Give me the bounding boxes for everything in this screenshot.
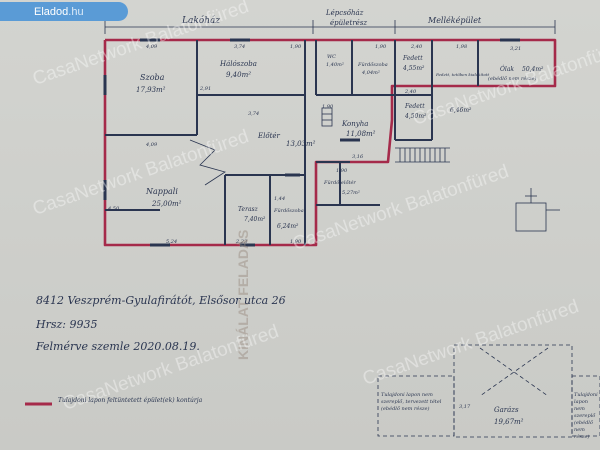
label-epuletresz: épületrész xyxy=(330,19,367,27)
dim-label: 5,24 xyxy=(166,239,177,245)
room-konyha-name: Konyha xyxy=(341,120,368,128)
address-note: 8412 Veszprém-Gyulafirátót, Elsősor utca… xyxy=(36,294,286,307)
dim-label: 4,09 xyxy=(145,44,158,50)
dim-label: 4,50 xyxy=(107,206,120,212)
room-fedett2-name: Fedett xyxy=(404,103,425,110)
room-furdo-eloter-name: Fürdő előtér xyxy=(323,179,356,186)
label-lepcsohaz: Lépcsőház xyxy=(325,8,364,17)
room-szoba-name: Szoba xyxy=(140,73,165,82)
hrsz-note: Hrsz: 9935 xyxy=(36,318,98,331)
room-fedett1-name: Fedett xyxy=(402,55,423,62)
label-lakohaz: Lakóház xyxy=(181,15,220,26)
dim-label: 3,74 xyxy=(234,44,245,50)
room-fedett2-area: 4,50m² xyxy=(404,113,427,120)
room-terasz-name: Terasz xyxy=(238,206,259,213)
dimension-labels: 4,09 3,74 1,90 1,90 2,40 1,98 3,21 2,91 … xyxy=(107,44,521,410)
survey-note: Felmérve szemle 2020.08.19. xyxy=(36,340,200,353)
garage-outline xyxy=(377,344,600,438)
room-konyha-area: 11,08m² xyxy=(346,130,376,138)
room-ols-note: (ebédlő nem része) xyxy=(488,75,536,82)
room-furdo-small-area: 4,04m² xyxy=(361,70,380,76)
legend-note: Tulajdoni lapon feltüntetett épület(ek) … xyxy=(58,397,203,404)
eladod-logo[interactable]: Eladod.hu xyxy=(0,2,128,21)
dim-label: 1,90 xyxy=(375,44,387,50)
room-furdo-name: Fürdőszoba xyxy=(273,207,304,214)
building-contour xyxy=(103,38,557,247)
room-fedett3-name: Fedett, tetőben kialakított xyxy=(435,72,489,77)
dim-label: 1,44 xyxy=(274,196,285,202)
dim-label: 2,40 xyxy=(410,44,423,50)
room-eloter-name: Előtér xyxy=(257,131,281,140)
detail-symbol xyxy=(515,188,560,232)
window-marks xyxy=(103,38,520,247)
staircase xyxy=(189,107,450,186)
dim-label: 3,16 xyxy=(352,154,364,160)
interior-walls xyxy=(105,40,479,245)
room-fedett3-area: 6,46m² xyxy=(450,107,472,114)
logo-tld: .hu xyxy=(68,5,84,18)
room-furdo-eloter-area: 5,27m² xyxy=(342,190,360,196)
room-fedett1-area: 4,55m² xyxy=(402,65,425,72)
dim-label: 2,40 xyxy=(404,89,417,95)
room-furdo-small-name: Fürdőszoba xyxy=(357,61,388,68)
dim-label: 1,90 xyxy=(336,168,348,174)
room-eloter-area: 13,03m² xyxy=(286,140,316,148)
room-ols-name: Ólak xyxy=(500,65,514,73)
room-ols-area: 50,4m² xyxy=(522,66,544,73)
dim-label: 1,98 xyxy=(456,44,467,50)
room-furdo-area: 6,24m² xyxy=(277,223,299,230)
dim-label: 2,91 xyxy=(199,86,211,92)
top-dimension-line xyxy=(104,20,556,34)
room-halo-name: Hálószoba xyxy=(219,60,257,68)
dim-label: 4,09 xyxy=(145,142,158,148)
room-nappali-name: Nappali xyxy=(145,187,178,196)
dim-label: 3,17 xyxy=(459,404,471,410)
room-nappali-area: 25,00m² xyxy=(151,200,182,208)
room-garazs-area: 19,67m² xyxy=(494,418,524,426)
side-note-right: Tulajdoni lapon nem szereplő (ebédlő nem… xyxy=(574,392,598,440)
dim-label: 2,23 xyxy=(235,239,247,245)
label-mellekepulet: Melléképület xyxy=(427,16,482,25)
side-note-left: Tulajdoni lapon nem szereplő, tervezett … xyxy=(381,392,442,412)
dim-label: 3,74 xyxy=(248,111,259,117)
dim-label: 3,21 xyxy=(510,46,521,52)
dim-label: 1,90 xyxy=(290,44,302,50)
room-terasz-area: 7,40m² xyxy=(244,216,266,223)
room-szoba-area: 17,93m² xyxy=(136,86,166,94)
room-wc-area: 1,40m² xyxy=(326,62,344,68)
logo-name: Eladod xyxy=(34,5,69,18)
room-wc-name: WC xyxy=(327,54,336,60)
kinalat-stamp: KINÁLAT FELADÁS xyxy=(235,230,251,360)
dim-label: 1,90 xyxy=(322,104,334,110)
room-garazs-name: Garázs xyxy=(494,406,519,414)
dim-label: 1,90 xyxy=(290,239,302,245)
room-halo-area: 9,40m² xyxy=(226,71,251,79)
